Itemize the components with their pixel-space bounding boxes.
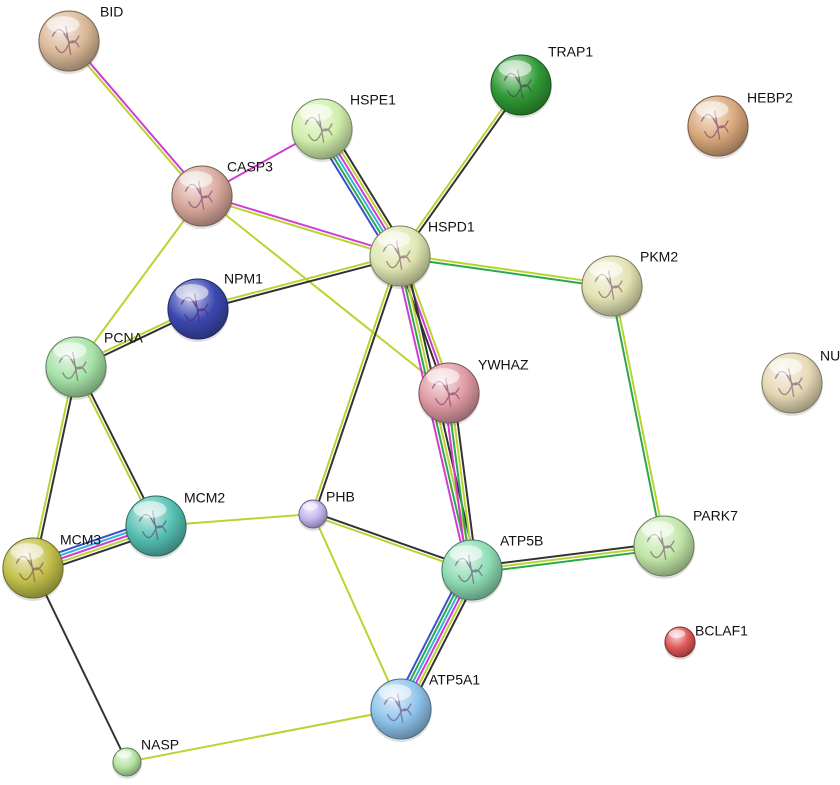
evidence-line-black: [197, 256, 402, 312]
edge-hspd1-npm1[interactable]: [196, 253, 402, 312]
evidence-line-yellowgreen: [66, 41, 202, 199]
node-label: PCNA: [104, 330, 144, 346]
node-park7[interactable]: PARK7: [633, 508, 738, 579]
evidence-line-black: [400, 84, 524, 258]
node-nudc[interactable]: NUDC: [761, 348, 840, 416]
evidence-line-yellowgreen: [310, 254, 400, 515]
sphere-highlight: [668, 629, 686, 638]
node-hebp2[interactable]: HEBP2: [687, 90, 793, 159]
node-label: MCM2: [184, 490, 225, 506]
sphere-highlight: [133, 501, 167, 518]
edge-phb-atp5a1[interactable]: [312, 513, 402, 710]
sphere-highlight: [53, 342, 87, 359]
node-ywhaz[interactable]: YWHAZ: [418, 357, 529, 426]
sphere-highlight: [426, 368, 460, 385]
sphere-highlight: [299, 104, 333, 121]
node-label: CASP3: [227, 159, 273, 175]
node-label: HSPE1: [350, 92, 396, 108]
edge-pcna-mcm3[interactable]: [30, 365, 79, 570]
evidence-line-yellowgreen: [399, 253, 614, 286]
edges-layer: [29, 38, 667, 763]
edge-pkm2-park7[interactable]: [609, 284, 667, 548]
edge-casp3-ywhaz[interactable]: [201, 195, 450, 394]
edge-bid-casp3[interactable]: [66, 38, 205, 199]
sphere-highlight: [641, 521, 675, 538]
node-label: HSPD1: [428, 219, 475, 235]
node-casp3[interactable]: CASP3: [171, 159, 273, 229]
edge-casp3-hspd1[interactable]: [200, 193, 402, 259]
sphere-highlight: [589, 261, 623, 278]
evidence-line-yellowgreen: [126, 708, 402, 763]
evidence-line-black: [313, 255, 403, 516]
evidence-line-green: [609, 285, 664, 548]
node-mcm2[interactable]: MCM2: [125, 490, 225, 559]
evidence-line-yellowgreen: [312, 513, 402, 710]
sphere-highlight: [769, 358, 803, 375]
evidence-line-black: [33, 366, 79, 570]
evidence-line-yellowgreen: [200, 196, 401, 259]
node-phb[interactable]: PHB: [298, 489, 355, 531]
edge-atp5b-park7[interactable]: [470, 541, 666, 575]
node-label: PKM2: [640, 249, 678, 265]
sphere-highlight: [302, 502, 318, 511]
sphere-highlight: [179, 171, 213, 188]
evidence-line-yellowgreen: [201, 195, 450, 394]
node-pcna[interactable]: PCNA: [45, 330, 144, 400]
edge-trap1-hspd1[interactable]: [397, 83, 524, 258]
evidence-line-yellowgreen: [612, 284, 667, 547]
sphere-highlight: [378, 684, 412, 701]
node-atp5b[interactable]: ATP5B: [441, 533, 543, 603]
sphere-highlight: [498, 60, 532, 77]
node-label: NASP: [141, 737, 179, 753]
evidence-line-green: [398, 256, 613, 289]
node-hspd1[interactable]: HSPD1: [369, 219, 475, 289]
evidence-line-yellowgreen: [30, 365, 76, 569]
evidence-line-black: [470, 541, 665, 568]
sphere-highlight: [175, 284, 209, 301]
node-hspe1[interactable]: HSPE1: [291, 92, 396, 162]
sphere-highlight: [10, 543, 44, 560]
node-label: MCM3: [60, 532, 101, 548]
node-label: PHB: [326, 489, 355, 505]
edge-hspd1-phb[interactable]: [310, 254, 403, 516]
node-bid[interactable]: BID: [38, 4, 123, 74]
evidence-line-black: [32, 567, 128, 763]
node-label: NPM1: [224, 271, 263, 287]
edge-casp3-pcna[interactable]: [75, 195, 203, 368]
node-nasp[interactable]: NASP: [112, 737, 179, 779]
edge-mcm3-nasp[interactable]: [32, 567, 128, 763]
node-label: HEBP2: [747, 90, 793, 106]
evidence-line-yellowgreen: [397, 83, 521, 257]
node-label: NUDC: [820, 348, 840, 364]
node-bclaf1[interactable]: BCLAF1: [664, 623, 748, 660]
node-label: TRAP1: [548, 44, 593, 60]
sphere-highlight: [46, 16, 80, 33]
node-pkm2[interactable]: PKM2: [581, 249, 678, 319]
sphere-highlight: [116, 750, 132, 759]
node-label: YWHAZ: [478, 357, 529, 373]
edge-nasp-atp5a1[interactable]: [126, 708, 402, 763]
node-label: PARK7: [693, 508, 738, 524]
evidence-line-green: [471, 548, 666, 575]
node-label: BID: [100, 4, 123, 20]
node-mcm3[interactable]: MCM3: [2, 532, 101, 601]
node-npm1[interactable]: NPM1: [167, 271, 263, 342]
node-atp5a1[interactable]: ATP5A1: [370, 672, 480, 742]
node-label: ATP5A1: [429, 672, 480, 688]
evidence-line-magenta: [69, 38, 205, 196]
node-label: BCLAF1: [695, 623, 748, 639]
evidence-line-magenta: [201, 193, 402, 256]
evidence-line-yellowgreen: [75, 195, 203, 368]
node-label: ATP5B: [500, 533, 543, 549]
evidence-line-yellowgreen: [471, 545, 665, 571]
sphere-highlight: [449, 545, 483, 562]
evidence-line-yellowgreen: [196, 253, 401, 309]
sphere-highlight: [695, 101, 729, 118]
node-trap1[interactable]: TRAP1: [490, 44, 593, 118]
edge-hspd1-pkm2[interactable]: [398, 253, 614, 289]
sphere-highlight: [377, 231, 411, 248]
